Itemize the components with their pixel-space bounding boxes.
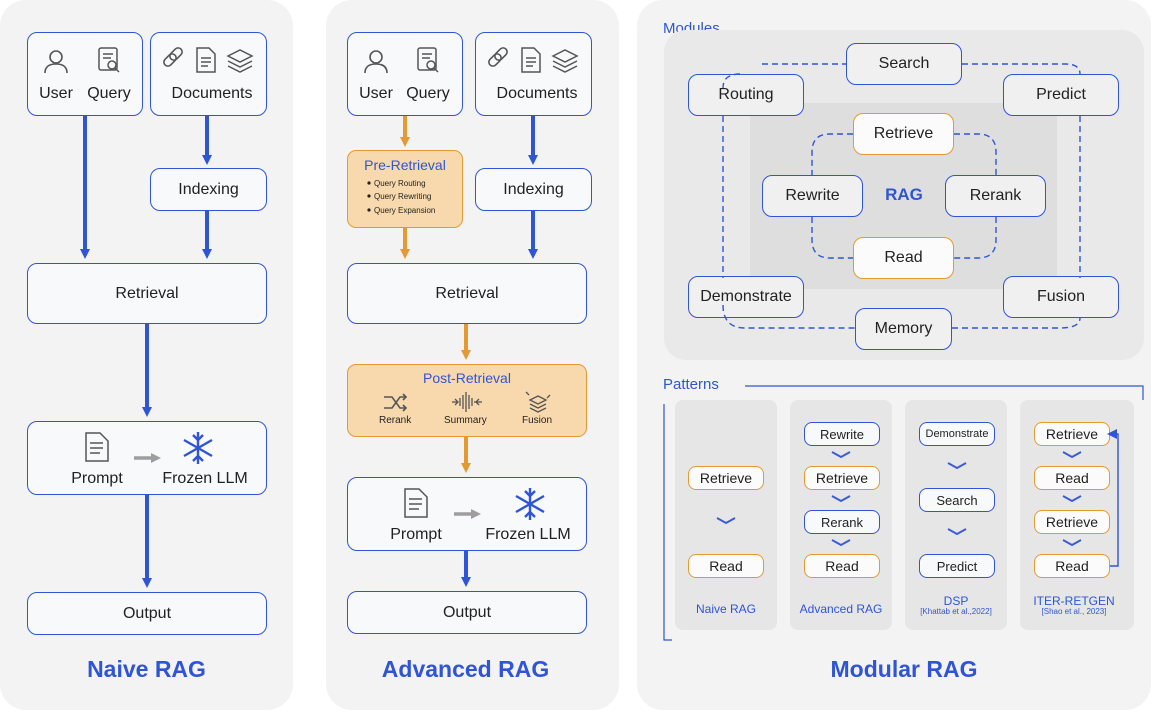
frozen-llm-label: Frozen LLM (162, 470, 248, 487)
snowflake-icon (183, 432, 213, 464)
documents-box (150, 32, 267, 116)
user-icon (44, 50, 68, 74)
document-icon (196, 47, 216, 73)
adv-frozen-llm-label: Frozen LLM (485, 526, 571, 543)
pattern-naive-column (675, 400, 777, 630)
adv-documents-label: Documents (496, 85, 578, 102)
post-retrieval-title: Post-Retrieval (423, 370, 511, 386)
adv-retrieval-box: Retrieval (347, 263, 587, 324)
snowflake-icon (515, 488, 545, 520)
pattern-step: Retrieve (688, 466, 764, 490)
rewrite-module: Rewrite (762, 175, 863, 217)
waveform-icon (452, 392, 482, 412)
adv-query-label: Query (406, 85, 450, 102)
search-module: Search (846, 43, 962, 85)
pattern-name: ITER-RETGEN (1033, 594, 1115, 608)
pattern-step: Demonstrate (919, 422, 995, 446)
rerank-module: Rerank (945, 175, 1046, 217)
modular-rag-title: Modular RAG (830, 656, 978, 682)
prompt-icon (85, 432, 109, 462)
documents-label: Documents (171, 85, 253, 102)
stack-icon (525, 391, 551, 413)
pattern-step: Read (804, 554, 880, 578)
pattern-step: Predict (919, 554, 995, 578)
pattern-name: Naive RAG (695, 602, 757, 616)
adv-indexing-box: Indexing (475, 168, 592, 211)
link-icon (488, 47, 508, 67)
pattern-name: DSP (943, 594, 969, 608)
pre-retrieval-bullets (367, 181, 371, 212)
query-icon (98, 47, 120, 73)
pre-retrieval-box (347, 150, 463, 228)
layers-icon (226, 49, 254, 73)
pattern-chevrons (716, 451, 1082, 547)
pattern-name: Advanced RAG (799, 602, 883, 616)
adv-prompt-label: Prompt (390, 526, 442, 543)
pattern-step: Search (919, 488, 995, 512)
pre-retrieval-item: Query Expansion (374, 206, 436, 215)
pattern-citation: [Shao et al., 2023] (1041, 607, 1107, 616)
output-box: Output (27, 592, 267, 635)
query-icon (417, 47, 439, 73)
pattern-step: Rerank (804, 510, 880, 534)
naive-rag-title: Naive RAG (87, 656, 206, 682)
layers-icon (551, 49, 579, 73)
fusion-module: Fusion (1003, 276, 1119, 318)
adv-user-label: User (359, 85, 393, 102)
indexing-box: Indexing (150, 168, 267, 211)
pre-retrieval-title: Pre-Retrieval (364, 157, 446, 173)
pattern-step: Rewrite (804, 422, 880, 446)
adv-documents-box (475, 32, 592, 116)
memory-module: Memory (855, 308, 952, 350)
user-query-box (27, 32, 143, 116)
prompt-label: Prompt (71, 470, 123, 487)
read-module: Read (853, 237, 954, 279)
prompt-icon (404, 488, 428, 518)
retrieval-box: Retrieval (27, 263, 267, 324)
advanced-arrows (400, 116, 538, 587)
iter-loop-arrow (1107, 429, 1119, 567)
pattern-step: Read (1034, 554, 1110, 578)
routing-module: Routing (688, 74, 804, 116)
document-icon (521, 47, 541, 73)
pre-retrieval-item: Query Rewriting (374, 192, 432, 201)
post-retrieval-box (347, 364, 587, 437)
naive-arrows (80, 116, 212, 588)
demonstrate-module: Demonstrate (688, 276, 804, 318)
pattern-citation: [Khattab et al.,2022] (920, 607, 992, 616)
rag-center-label: RAG (885, 185, 923, 204)
pattern-step: Retrieve (1034, 510, 1110, 534)
user-icon (364, 50, 388, 74)
shuffle-icon (384, 393, 408, 412)
adv-user-query-box (347, 32, 463, 116)
pre-retrieval-item: Query Routing (374, 179, 426, 188)
fusion-label: Fusion (522, 415, 553, 426)
pattern-step: Read (1034, 466, 1110, 490)
outer-dashed-loop (722, 63, 1081, 329)
pattern-step: Read (688, 554, 764, 578)
query-label: Query (87, 85, 131, 102)
pattern-step: Retrieve (804, 466, 880, 490)
retrieve-module: Retrieve (853, 113, 954, 155)
user-label: User (39, 85, 73, 102)
patterns-bracket (663, 385, 1144, 641)
inner-dashed-loop (811, 133, 997, 259)
rerank-label: Rerank (379, 415, 412, 426)
patterns-section-label: Patterns (663, 376, 719, 393)
summary-label: Summary (444, 415, 487, 426)
adv-output-box: Output (347, 591, 587, 634)
predict-module: Predict (1003, 74, 1119, 116)
link-icon (163, 47, 183, 67)
advanced-rag-title: Advanced RAG (381, 656, 550, 682)
pattern-step: Retrieve (1034, 422, 1110, 446)
